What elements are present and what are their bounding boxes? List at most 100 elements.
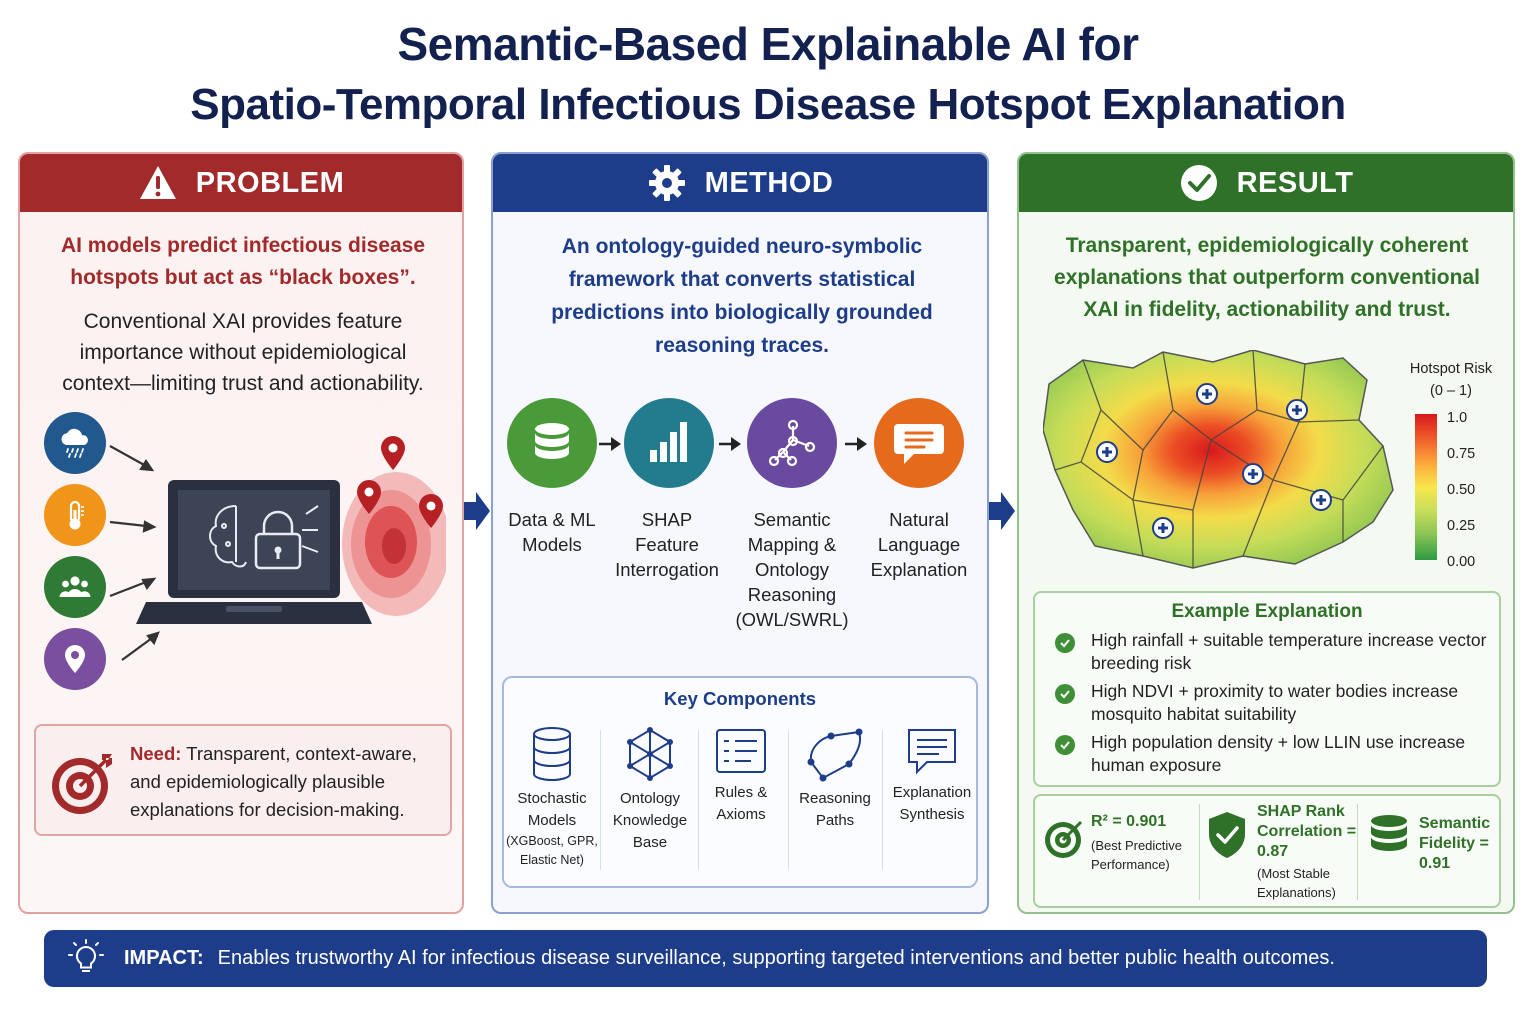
metric-r2: R² = 0.901 (Best Predictive Performance) [1091, 812, 1195, 874]
method-heading: METHOD [704, 166, 834, 199]
check-circle-icon [1180, 165, 1217, 201]
problem-body: Conventional XAI provides feature import… [62, 310, 424, 395]
database-icon [1371, 815, 1407, 851]
example-item-1: High rainfall + suitable temperature inc… [1091, 630, 1487, 673]
method-panel: METHOD An ontology-guided neuro-symbolic… [491, 152, 989, 914]
step-nlg-circle [874, 398, 964, 488]
step-ontology-circle [747, 398, 837, 488]
need-box: Need: Transparent, context-aware, and ep… [34, 724, 452, 836]
target-icon [1045, 820, 1083, 858]
step-label-data: Data & ML Models [508, 509, 596, 555]
method-to-result-arrow [989, 492, 1015, 530]
example-title: Example Explanation [1171, 601, 1363, 622]
rules-list-icon [716, 729, 766, 773]
database-icon [535, 423, 569, 459]
impact-label: IMPACT: [124, 947, 204, 969]
graph-icon [768, 419, 816, 467]
bar-chart-icon [650, 422, 687, 462]
step-arrow-3 [845, 437, 867, 451]
kc-explanation-synthesis: Explanation Synthesis [886, 726, 978, 826]
step-arrow-2 [719, 437, 741, 451]
speech-bubble-icon [908, 729, 956, 775]
metric-r2-value: R² = 0.901 [1091, 813, 1167, 830]
kc-label-reasoning: Reasoning Paths [799, 790, 871, 829]
legend-tick-1: 1.0 [1447, 410, 1468, 426]
problem-heading: PROBLEM [195, 166, 345, 199]
example-item-3: High population density + low LLIN use i… [1091, 732, 1466, 775]
need-description: Transparent, context-aware, and epidemio… [130, 743, 417, 820]
kc-label-synthesis: Explanation Synthesis [892, 784, 972, 823]
kc-divider [698, 730, 699, 870]
kc-divider [788, 730, 789, 870]
kc-ontology-kb: Ontology Knowledge Base [604, 726, 696, 854]
target-icon [52, 754, 112, 814]
rain-cloud-icon [61, 428, 88, 458]
metric-semantic-value: Semantic Fidelity = 0.91 [1419, 815, 1491, 872]
legend-tick-025: 0.25 [1447, 518, 1476, 534]
metric-divider [1357, 804, 1358, 900]
impact-text: Enables trustworthy AI for infectious di… [217, 947, 1335, 969]
step-label-ontology: Semantic Mapping & Ontology Reasoning (O… [735, 509, 849, 630]
kc-divider [882, 730, 883, 870]
kc-sub-stochastic: (XGBoost, GPR, Elastic Net) [506, 834, 598, 867]
result-heading: RESULT [1236, 166, 1354, 199]
legend-range: (0 – 1) [1430, 383, 1472, 399]
check-icon [1055, 735, 1075, 755]
page-title: Semantic-Based Explainable AI for Spatio… [0, 14, 1536, 136]
example-item-2: High NDVI + proximity to water bodies in… [1091, 681, 1459, 724]
example-explanation-box: Example Explanation High rainfall + suit… [1033, 591, 1501, 787]
legend-tick-075: 0.75 [1447, 446, 1476, 462]
metric-shap-value: SHAP Rank Correlation = 0.87 [1257, 803, 1357, 860]
legend-tick-000: 0.00 [1447, 554, 1476, 570]
legend-title: Hotspot Risk (0 – 1) [1395, 358, 1507, 402]
step-label-nlg: Natural Language Explanation [870, 509, 968, 580]
problem-lead: AI models predict infectious disease hot… [60, 234, 426, 289]
path-icon [807, 728, 863, 782]
metrics-box: R² = 0.901 (Best Predictive Performance)… [1033, 794, 1501, 908]
location-input [44, 628, 106, 690]
problem-header: PROBLEM [20, 154, 462, 212]
check-icon [1055, 633, 1075, 653]
population-input [44, 556, 106, 618]
legend-color-bar [1415, 414, 1437, 560]
kc-label-stochastic: Stochastic Models [517, 790, 587, 829]
health-facility-markers [1096, 383, 1332, 539]
problem-to-method-arrow [464, 492, 490, 530]
database-icon [533, 727, 571, 781]
map-pins [357, 436, 443, 528]
shield-check-icon [1209, 812, 1245, 858]
legend-tick-050: 0.50 [1447, 482, 1476, 498]
metric-shap: SHAP Rank Correlation = 0.87 (Most Stabl… [1257, 802, 1357, 902]
metric-divider [1199, 804, 1200, 900]
gear-icon [648, 165, 685, 201]
problem-panel: PROBLEM AI models predict infectious dis… [18, 152, 464, 914]
kc-stochastic-models: Stochastic Models (XGBoost, GPR, Elastic… [506, 726, 598, 870]
metric-r2-note: (Best Predictive Performance) [1091, 838, 1183, 872]
network-icon [627, 727, 673, 781]
temperature-input [44, 484, 106, 546]
metric-semantic: Semantic Fidelity = 0.91 [1419, 814, 1499, 874]
input-arrows [109, 445, 160, 661]
step-arrow-1 [599, 437, 621, 451]
legend-title-text: Hotspot Risk [1409, 361, 1493, 377]
method-header: METHOD [493, 154, 987, 212]
kc-divider [600, 730, 601, 870]
check-icon [1055, 684, 1075, 704]
rain-input [44, 412, 106, 474]
key-components-box: Key Components Stochastic Models (XGBoos… [502, 676, 978, 888]
need-label: Need: [130, 743, 182, 764]
lightbulb-icon [68, 938, 104, 972]
result-header: RESULT [1019, 154, 1513, 212]
speech-bubble-icon [894, 424, 944, 464]
title-line-2: Spatio-Temporal Infectious Disease Hotsp… [190, 80, 1346, 129]
people-icon [59, 576, 91, 597]
location-pin-icon [65, 645, 85, 673]
step-shap-circle [624, 398, 714, 488]
key-components-title: Key Components [663, 688, 817, 709]
thermometer-icon [69, 500, 84, 530]
warning-icon [139, 166, 176, 199]
metric-shap-note: (Most Stable Explanations) [1257, 866, 1336, 900]
kc-reasoning-paths: Reasoning Paths [792, 726, 878, 832]
kc-label-ontology: Ontology Knowledge Base [612, 790, 688, 851]
impact-banner: IMPACT: Enables trustworthy AI for infec… [44, 930, 1487, 987]
